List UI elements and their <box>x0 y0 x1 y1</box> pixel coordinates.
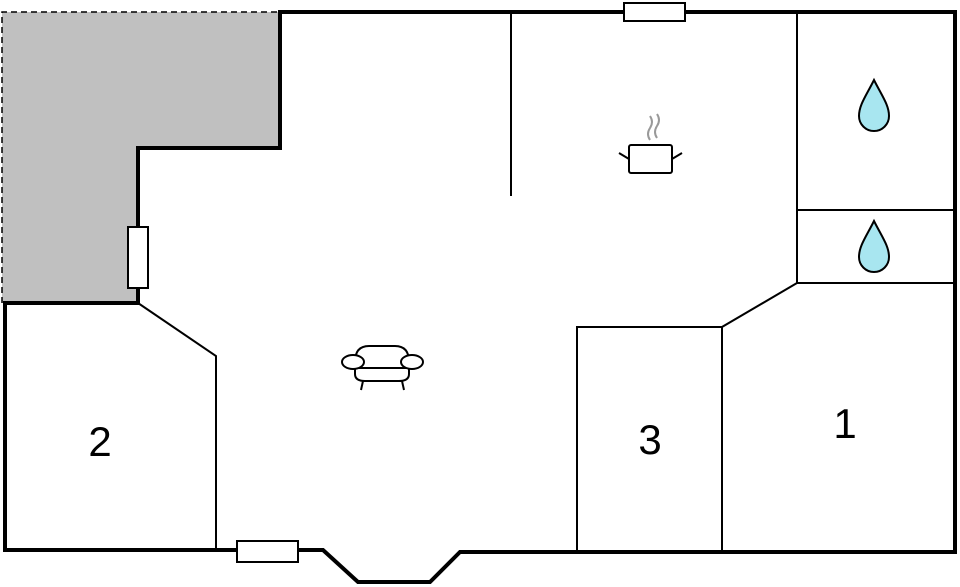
room-label-1: 1 <box>833 400 856 447</box>
interior-walls <box>137 12 955 552</box>
window-left <box>127 226 149 289</box>
window-bottom <box>236 540 299 563</box>
water-drop-icon <box>857 218 891 273</box>
outer-wall <box>3 10 957 584</box>
terrace-dashed-edge <box>1 11 280 303</box>
water-drop-icon <box>857 77 891 132</box>
room-label-3: 3 <box>638 416 661 463</box>
windows <box>127 2 686 563</box>
window-top <box>623 2 686 22</box>
room-label-2: 2 <box>88 418 111 465</box>
terrace-area <box>2 12 280 303</box>
cooking-pot-icon <box>618 113 683 174</box>
sofa-icon <box>341 345 424 391</box>
